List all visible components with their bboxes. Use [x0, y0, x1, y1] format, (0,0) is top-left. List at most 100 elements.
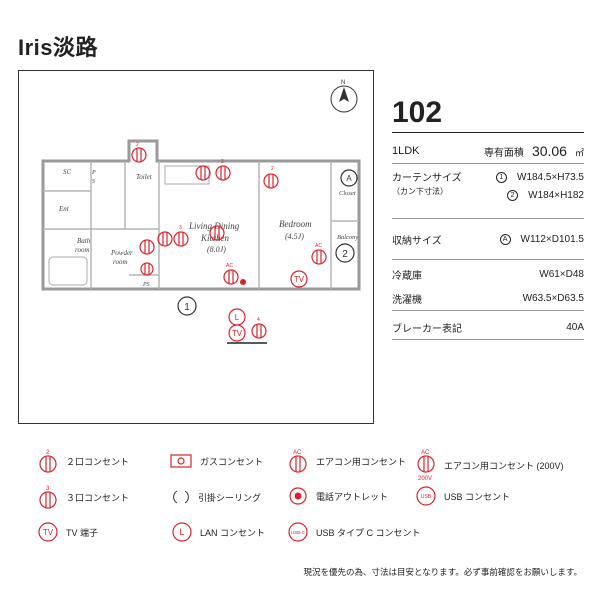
- curtain-2-marker: 2: [507, 190, 519, 201]
- legend-outlet-2: 2 ２口コンセント: [38, 448, 129, 474]
- legend-gas-label: ガスコンセント: [200, 456, 264, 467]
- legend-outlet-3: 3 ３口コンセント: [38, 484, 129, 510]
- area-unit: ㎡: [574, 148, 584, 158]
- outlet-3-icon: 3: [39, 486, 57, 509]
- room-ent-label: Ent: [58, 205, 70, 213]
- fridge-row: 冷蔵庫 W61×D48: [392, 262, 584, 286]
- usb-outlet-icon: USB: [416, 486, 436, 506]
- layout-type: 1LDK: [392, 145, 420, 157]
- svg-text:2: 2: [136, 142, 139, 148]
- phone-outlet-icon: [289, 487, 307, 505]
- svg-text:USB: USB: [421, 494, 432, 500]
- outlet-icon: [263, 173, 279, 189]
- curtain-label: カーテンサイズ: [392, 173, 462, 184]
- bedroom-size: (4.5J): [285, 232, 304, 241]
- room-powder-label-2: room: [113, 258, 128, 266]
- ac-outlet-icon: AC: [289, 450, 307, 473]
- outlet-icon: [195, 165, 211, 181]
- floor-plan: SC P S Ent Toilet Bath room Powder room …: [41, 80, 361, 344]
- ceiling-hook-icon: [173, 490, 189, 504]
- svg-text:2: 2: [342, 249, 348, 260]
- fridge-size: W61×D48: [539, 268, 584, 280]
- svg-text:AC: AC: [421, 450, 430, 456]
- storage-size: W112×D101.5: [520, 233, 584, 245]
- fridge-label: 冷蔵庫: [392, 270, 422, 282]
- curtain-row: カーテンサイズ （カン下寸法） 1 W184.5×H73.5 2 W184×H1…: [392, 164, 584, 218]
- svg-text:1: 1: [184, 302, 190, 313]
- room-powder-label: Powder: [110, 249, 133, 257]
- spec-divider: [392, 339, 584, 340]
- outlet-icon: [131, 147, 147, 163]
- room-bedroom-label: Bedroom: [279, 219, 312, 229]
- svg-text:200V: 200V: [418, 476, 432, 482]
- curtain-2-size: W184×H182: [528, 190, 584, 201]
- legend-gas: ガスコンセント: [170, 454, 263, 468]
- spec-divider: [392, 218, 584, 219]
- outlet-icon: [311, 249, 327, 265]
- svg-text:3: 3: [179, 225, 182, 231]
- svg-text:AC: AC: [293, 450, 302, 456]
- outlet-icon: [140, 262, 154, 276]
- washer-row: 洗濯機 W63.5×D63.5: [392, 286, 584, 310]
- svg-text:2: 2: [271, 166, 274, 172]
- legend-ac200: AC 200V エアコン用コンセント (200V): [416, 448, 564, 482]
- window-marker-2: 2: [335, 243, 355, 263]
- svg-text:3: 3: [46, 486, 50, 492]
- curtain-sub-label: （カン下寸法）: [392, 187, 448, 196]
- area-label: 専有面積: [483, 148, 524, 159]
- legend-ac-label: エアコン用コンセント: [316, 456, 407, 467]
- svg-text:TV: TV: [294, 275, 305, 284]
- room-bath-label-2: room: [75, 246, 90, 254]
- breaker-row: ブレーカー表記 40A: [392, 315, 584, 339]
- storage-row: 収納サイズ A W112×D101.5: [392, 219, 584, 259]
- legend-usbc: USB-C USB タイプ C コンセント: [288, 522, 421, 542]
- room-closet-label: Closet: [339, 190, 356, 197]
- washer-size: W63.5×D63.5: [522, 292, 584, 304]
- legend-ceiling-label: 引掛シーリング: [198, 492, 262, 503]
- disclaimer-note: 現況を優先の為、寸法は目安となります。必ず事前確認をお願いします。: [303, 567, 582, 577]
- tv-outlet-icon: TV: [38, 522, 58, 542]
- svg-text:AC: AC: [226, 263, 233, 269]
- breaker-value: 40A: [566, 321, 584, 333]
- room-balcony-label: Balcony: [337, 234, 358, 241]
- svg-text:4: 4: [257, 317, 260, 323]
- spec-divider: [392, 163, 584, 164]
- room-ldk-label: Living Dining: [188, 221, 240, 231]
- legend-ac200-label: エアコン用コンセント (200V): [444, 460, 564, 471]
- svg-text:AC: AC: [315, 243, 322, 249]
- unit-number: 102: [392, 96, 443, 129]
- svg-text:A: A: [346, 174, 352, 183]
- outlet-icon: [139, 239, 155, 255]
- room-sc-label: SC: [63, 168, 72, 176]
- legend-lan-label: LAN コンセント: [200, 527, 266, 538]
- ps2-label: PS: [142, 282, 150, 288]
- legend-phone-label: 電話アウトレット: [316, 491, 389, 502]
- spec-panel: 102 1LDK 専有面積 30.06 ㎡ カーテンサイズ （カン下寸法） 1 …: [392, 96, 584, 340]
- outlet-icon: [223, 269, 239, 285]
- lan-outlet-icon: L: [172, 522, 192, 542]
- property-title: Iris淡路: [18, 35, 99, 60]
- legend-lan: L LAN コンセント: [172, 522, 265, 542]
- legend: 2 ２口コンセント ガスコンセント AC エアコン用コンセント AC 200V …: [38, 448, 578, 558]
- curtain-1-size: W184.5×H73.5: [517, 172, 584, 183]
- svg-text:L: L: [179, 527, 184, 537]
- floor-plan-frame: SC P S Ent Toilet Bath room Powder room …: [18, 70, 374, 424]
- legend-ac: AC エアコン用コンセント: [288, 448, 406, 474]
- ldk-size: (8.0J): [207, 245, 226, 254]
- curtain-1-marker: 1: [496, 172, 507, 183]
- lan-outlet-icon: L: [228, 308, 246, 326]
- storage-label: 収納サイズ: [392, 235, 442, 247]
- legend-outlet-2-label: ２口コンセント: [66, 456, 130, 467]
- ps-label-a: P: [91, 170, 96, 176]
- legend-tv-label: TV 端子: [66, 527, 99, 538]
- svg-text:2: 2: [221, 159, 224, 165]
- spec-divider: [392, 310, 584, 311]
- legend-usbc-label: USB タイプ C コンセント: [316, 527, 421, 538]
- tv-outlet-icon: TV: [290, 270, 308, 288]
- legend-ceiling: 引掛シーリング: [172, 490, 261, 504]
- svg-text:L: L: [235, 313, 240, 322]
- outlet-2-icon: 2: [39, 450, 57, 473]
- window-marker-1: 1: [177, 296, 197, 316]
- gas-outlet-icon: [170, 454, 192, 468]
- layout-row: 1LDK 専有面積 30.06 ㎡: [392, 139, 584, 163]
